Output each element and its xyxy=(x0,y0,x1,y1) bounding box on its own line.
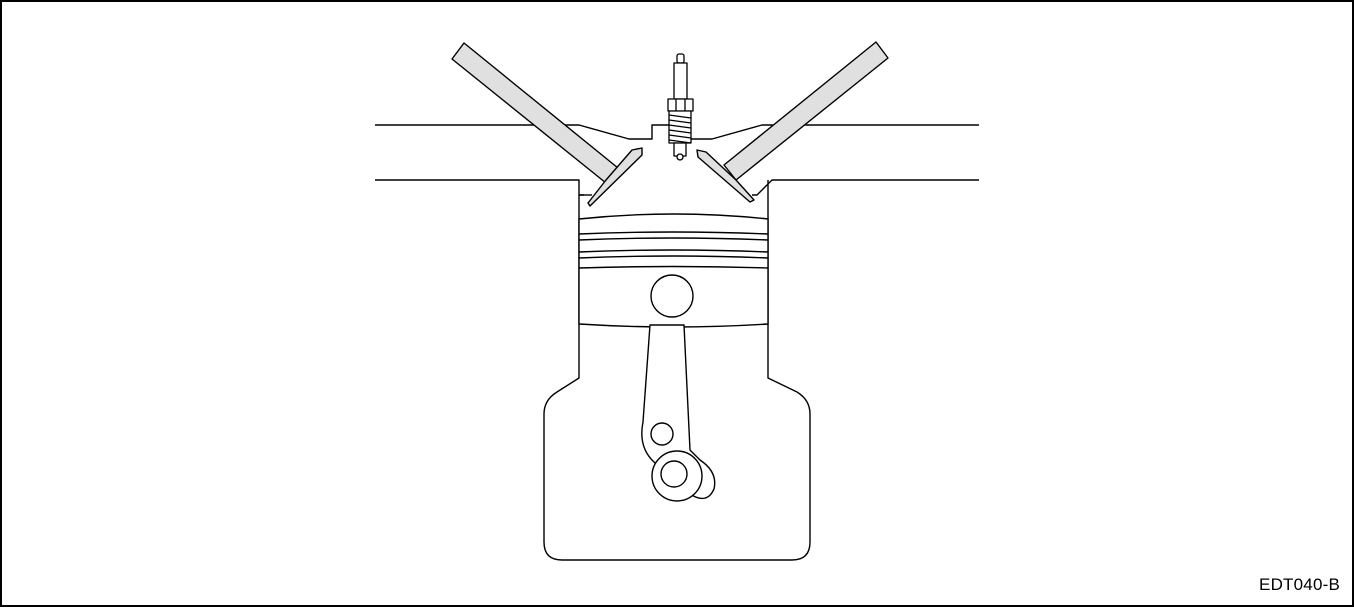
crankshaft xyxy=(651,450,703,502)
connecting-rod xyxy=(641,324,716,500)
valve-intake xyxy=(451,42,643,207)
valve-exhaust xyxy=(696,41,889,203)
crankcase xyxy=(543,180,811,561)
spark-plug xyxy=(667,53,694,161)
piston xyxy=(578,213,769,328)
figure-code-label: EDT040-B xyxy=(1259,575,1340,594)
